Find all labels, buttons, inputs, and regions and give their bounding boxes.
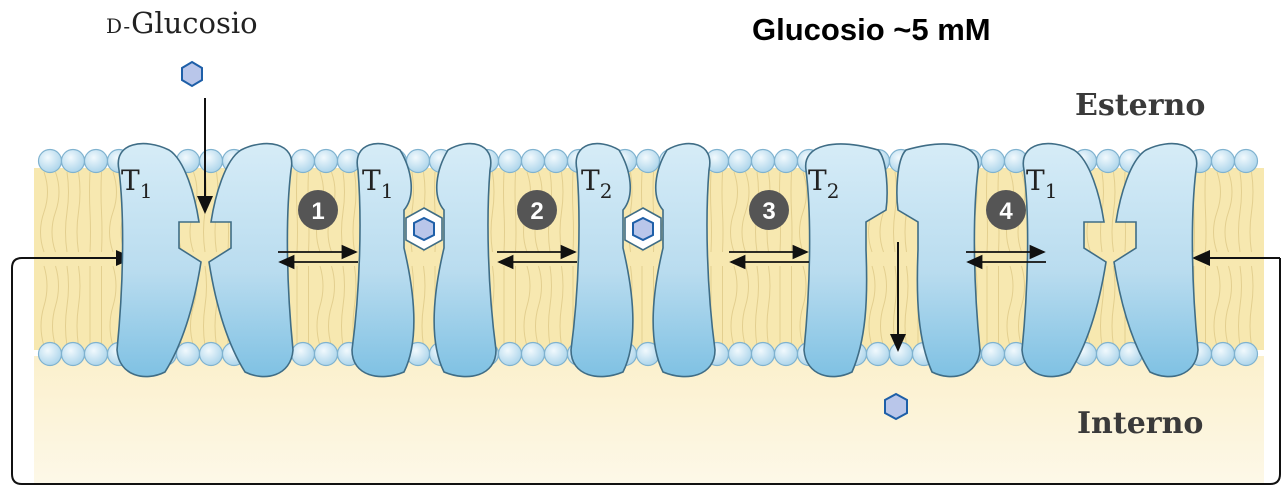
glucose-label-prefix: D-: [106, 14, 131, 38]
lipid-head: [752, 150, 775, 173]
step-number: 2: [530, 198, 543, 225]
glucose-concentration-title: Glucosio ~5 mM: [752, 12, 991, 48]
lipid-head: [982, 150, 1005, 173]
transporter-state-letter: T: [581, 164, 600, 197]
lipid-head: [982, 343, 1005, 366]
lipid-head: [85, 343, 108, 366]
lipid-head: [177, 343, 200, 366]
lipid-head: [1212, 150, 1235, 173]
lipid-head: [200, 343, 223, 366]
transporter-state-letter: T: [1026, 164, 1045, 197]
lipid-head: [752, 343, 775, 366]
lipid-head: [499, 343, 522, 366]
transporter-state-letter: T: [808, 164, 827, 197]
inside-label: Interno: [1077, 406, 1203, 441]
lipid-head: [775, 150, 798, 173]
lipid-head: [315, 343, 338, 366]
transporter-state-letter: T: [121, 164, 140, 197]
glucose-hexagon-icon: [182, 62, 202, 86]
lipid-head: [292, 150, 315, 173]
lipid-head: [39, 150, 62, 173]
lipid-head: [292, 343, 315, 366]
lipid-head: [499, 150, 522, 173]
lipid-head: [315, 150, 338, 173]
lipid-head: [1097, 343, 1120, 366]
lipid-head: [545, 343, 568, 366]
transporter-state-subscript: 2: [827, 179, 840, 203]
lipid-head: [1235, 150, 1258, 173]
glucose-label-name: Glucosio: [131, 6, 257, 40]
lipid-head: [545, 150, 568, 173]
outside-label: Esterno: [1075, 88, 1205, 123]
lipid-head: [522, 343, 545, 366]
lipid-head: [867, 343, 890, 366]
lipid-head: [729, 343, 752, 366]
transporter-state-subscript: 2: [600, 179, 613, 203]
glucose-hexagon-icon: [414, 218, 434, 240]
transporter-state-letter: T: [362, 164, 381, 197]
lipid-head: [62, 150, 85, 173]
lipid-head: [637, 150, 660, 173]
transporter-right-helix: [653, 144, 715, 377]
lipid-head: [85, 150, 108, 173]
lipid-head: [407, 150, 430, 173]
lipid-head: [775, 343, 798, 366]
transporter-state-subscript: 1: [140, 179, 153, 203]
glucose-hexagon-icon: [885, 394, 907, 419]
step-number: 3: [762, 198, 775, 225]
lipid-head: [1097, 150, 1120, 173]
step-number: 4: [999, 198, 1013, 225]
lipid-head: [890, 343, 913, 366]
transporter-right-helix: [434, 144, 496, 377]
lipid-head: [62, 343, 85, 366]
lipid-head: [1212, 343, 1235, 366]
lipid-head: [200, 150, 223, 173]
glucose-label: D-Glucosio: [106, 6, 258, 40]
lipid-head: [729, 150, 752, 173]
transporter-state-subscript: 1: [381, 179, 394, 203]
transporter-state-subscript: 1: [1045, 179, 1058, 203]
lipid-head: [39, 343, 62, 366]
lipid-head: [522, 150, 545, 173]
step-number: 1: [311, 198, 324, 225]
glucose-hexagon-icon: [633, 218, 653, 240]
lipid-head: [1235, 343, 1258, 366]
